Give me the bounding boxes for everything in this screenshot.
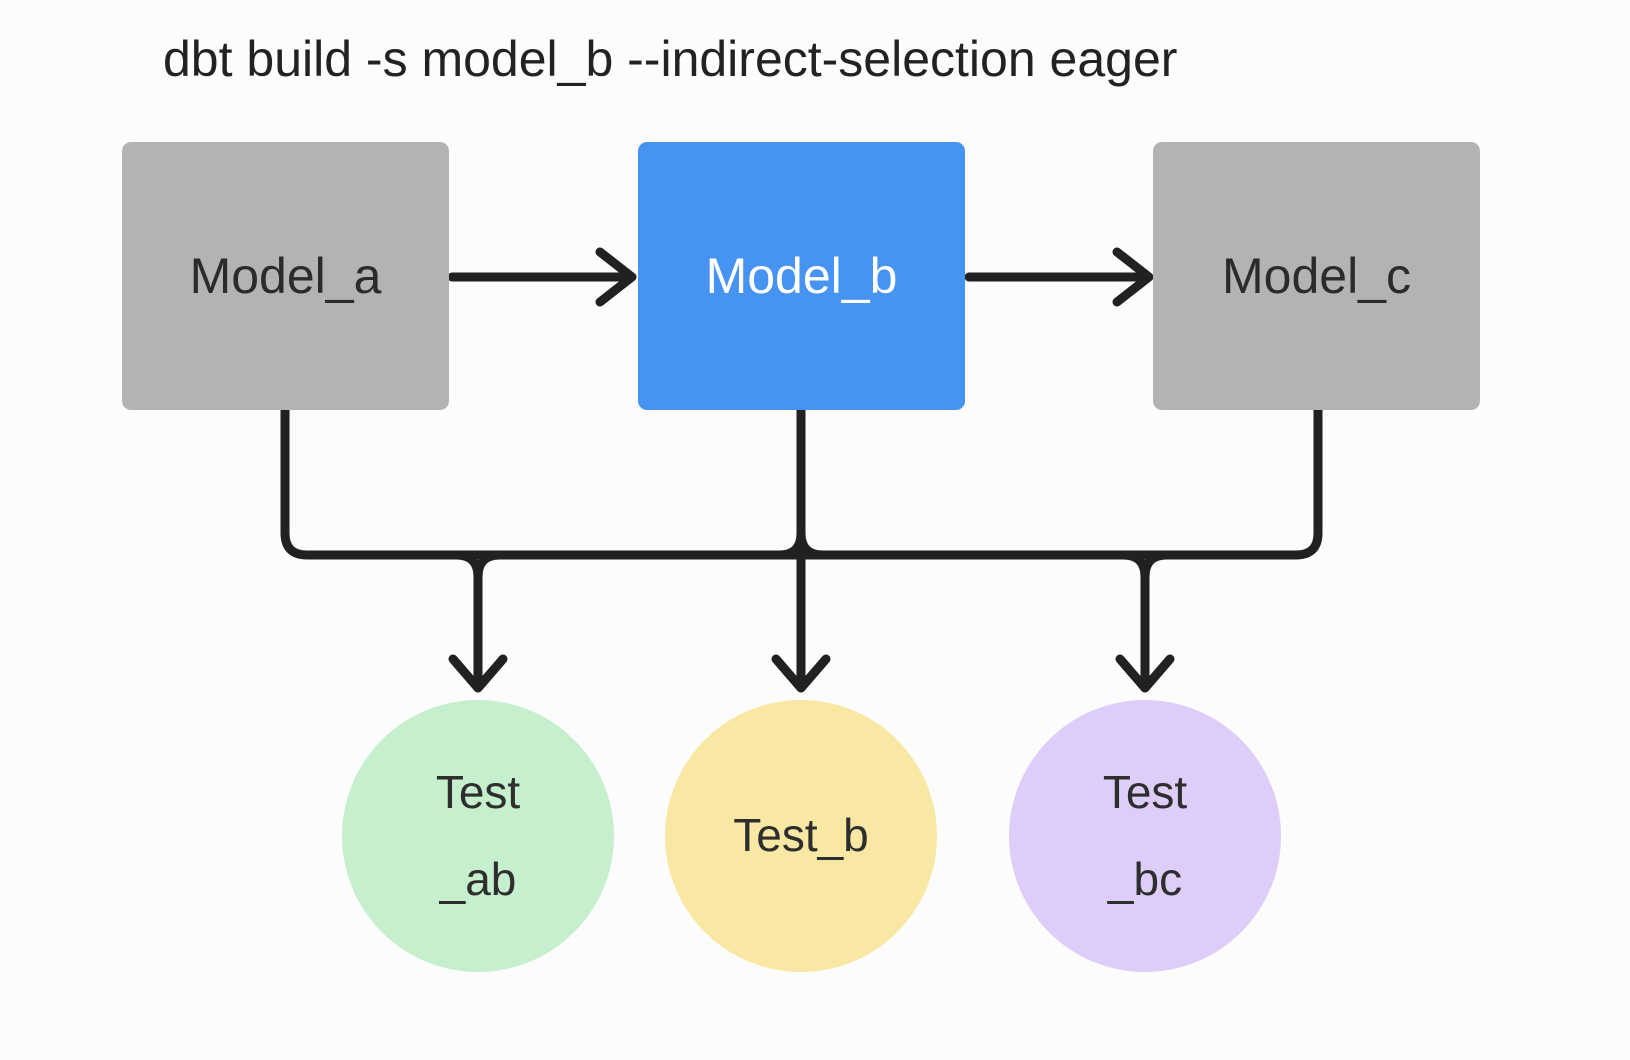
edge-model-b-to-model-c [964,247,1154,307]
node-test-ab: Test _ab [342,700,614,972]
node-model-b: Model_b [638,142,965,410]
diagram-title: dbt build -s model_b --indirect-selectio… [163,31,1178,87]
edge-model-b-to-test-b [771,405,831,693]
edge-model-a-to-model-b [447,247,637,307]
node-test-ab-label-line1: Test [435,765,521,818]
node-test-bc: Test _bc [1009,700,1281,972]
node-test-bc-label-line1: Test [1102,765,1188,818]
node-model-c: Model_c [1153,142,1480,410]
edge-model-a-to-trunk [280,405,806,560]
node-test-ab-label-line2: _ab [439,853,517,905]
node-model-b-label: Model_b [705,248,898,304]
edge-model-c-to-trunk [796,405,1323,560]
node-test-bc-label-line2: _bc [1107,853,1183,905]
node-test-b-label: Test_b [733,809,869,862]
node-model-c-label: Model_c [1222,248,1411,304]
node-model-a-label: Model_a [189,248,382,304]
edge-trunk-to-test-ab [448,550,508,693]
node-test-b: Test_b [665,700,937,972]
node-model-a: Model_a [122,142,449,410]
edge-trunk-to-test-bc [1115,550,1175,693]
